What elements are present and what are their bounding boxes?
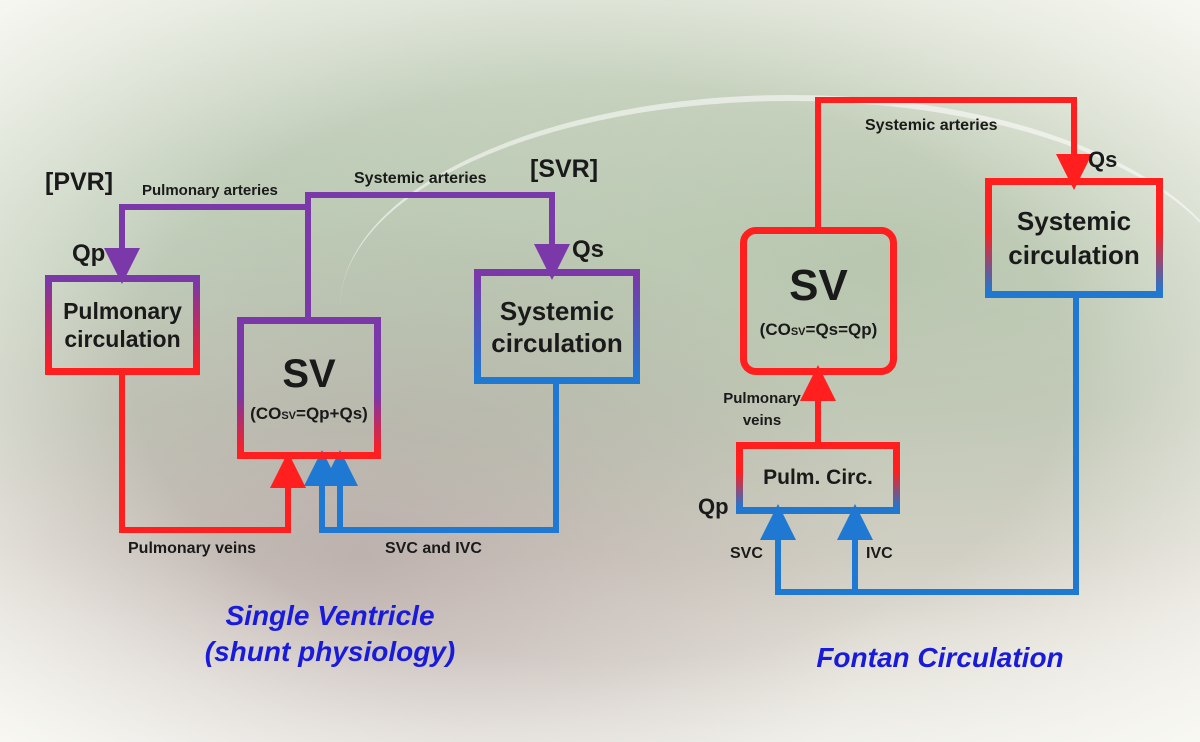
qs-label-right: Qs — [1088, 147, 1118, 172]
pulmonary-arteries-label: Pulmonary arteries — [142, 182, 278, 199]
single-ventricle-caption: Single Ventricle (shunt physiology) — [204, 600, 456, 667]
systemic-arteries-label-left: Systemic arteries — [354, 170, 487, 187]
pulm-circ-label: Pulm. Circ. — [763, 466, 873, 489]
fontan-systemic-circulation-box: Systemic circulation — [985, 178, 1163, 298]
fontan-systemic-artery-arrow — [815, 97, 1092, 228]
single-ventricle-box: SV (COSV=Qp+Qs) — [237, 317, 381, 459]
fontan-caption: Fontan Circulation — [816, 642, 1064, 673]
sv-formula: (COSV=Qp+Qs) — [250, 404, 368, 423]
fontan-systemic-circulation-label: Systemic circulation — [1008, 206, 1140, 270]
pulmonary-circulation-box: Pulmonary circulation — [45, 275, 200, 375]
sv-title: SV — [282, 352, 336, 396]
fontan-systemic-return-arrow — [760, 298, 1079, 595]
qs-label-left: Qs — [572, 236, 605, 263]
fontan-sv-title: SV — [789, 261, 848, 310]
qp-label-right: Qp — [698, 494, 729, 519]
pulmonary-veins-arrow — [119, 374, 306, 533]
svr-label: [SVR] — [530, 155, 599, 183]
qp-label-left: Qp — [72, 240, 106, 267]
pvr-label: [PVR] — [45, 168, 114, 196]
fontan-sv-formula: (COSV=Qs=Qp) — [759, 320, 878, 339]
pulmonary-circulation-label: Pulmonary circulation — [63, 298, 182, 352]
systemic-circulation-box: Systemic circulation — [474, 269, 640, 384]
bridge-decoration — [340, 95, 1200, 521]
svc-label: SVC — [730, 545, 763, 562]
svc-ivc-label: SVC and IVC — [385, 540, 482, 557]
fontan-pulmonary-veins-label: Pulmonary veins — [723, 390, 801, 429]
pulm-circ-box: Pulm. Circ. — [736, 442, 900, 514]
pulmonary-veins-label: Pulmonary veins — [128, 540, 257, 557]
systemic-arteries-label-right: Systemic arteries — [865, 117, 998, 134]
ivc-label: IVC — [866, 545, 893, 562]
svc-ivc-arrow-outer — [304, 383, 559, 533]
fontan-sv-box: SV (COSV=Qs=Qp) — [740, 227, 897, 375]
pulmonary-artery-arrow — [104, 204, 308, 284]
systemic-circulation-label: Systemic circulation — [491, 295, 623, 358]
sv-outflow-arrow — [305, 192, 570, 318]
